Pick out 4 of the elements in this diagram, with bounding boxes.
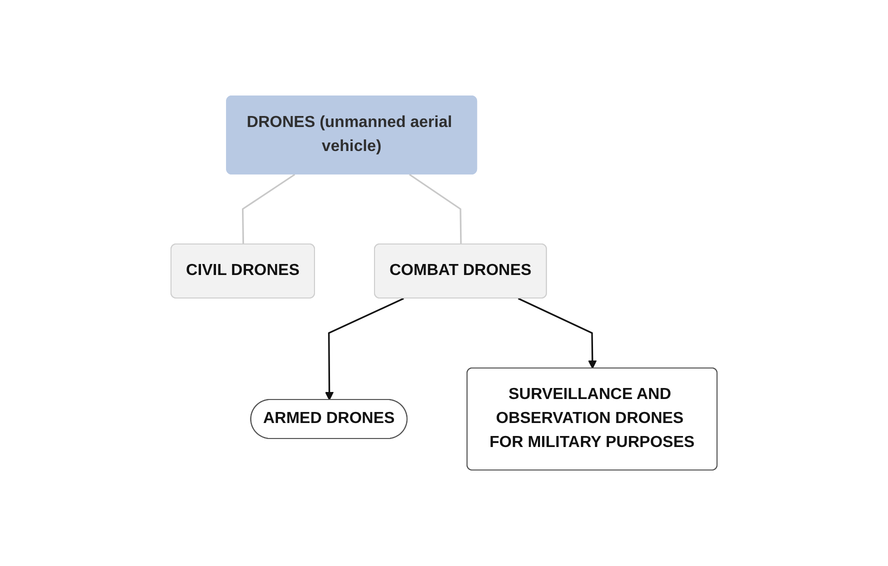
connector xyxy=(409,174,462,244)
arrow xyxy=(324,298,404,400)
arrow xyxy=(518,298,597,369)
connector xyxy=(242,174,296,244)
